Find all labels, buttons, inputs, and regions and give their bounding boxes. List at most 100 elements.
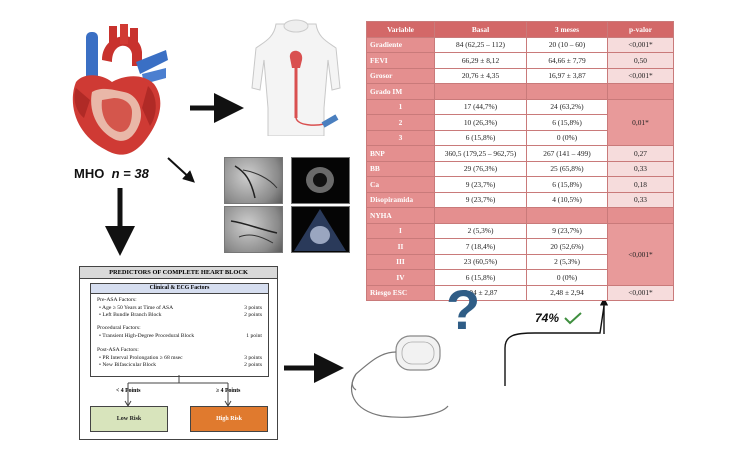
row-3-months: 20 (10 – 60) xyxy=(526,36,608,53)
row-3-months: 267 (141 – 499) xyxy=(526,145,608,162)
low-threshold-label: < 4 Points xyxy=(116,388,141,394)
row-3-months: 24 (63,2%) xyxy=(526,98,608,115)
row-p-value: 0,27 xyxy=(607,145,674,162)
table-row: 1 17 (44,7%) 24 (63,2%) 0,01* xyxy=(366,98,674,146)
row-3-months: 2 (5,3%) xyxy=(526,253,608,270)
row-variable: 1 xyxy=(366,98,435,115)
high-threshold-label: ≥ 4 Points xyxy=(216,388,241,394)
row-basal: 23 (60,5%) xyxy=(434,253,527,270)
row-basal: 9 (23,7%) xyxy=(434,191,527,208)
low-risk-box: Low Risk xyxy=(90,406,168,432)
row-variable: Riesgo ESC xyxy=(366,284,435,301)
row-3-months: 25 (65,8%) xyxy=(526,160,608,177)
row-3-months: 9 (23,7%) xyxy=(526,222,608,239)
table-row: FEVI 66,29 ± 8,12 64,66 ± 7,79 0,50 xyxy=(366,52,674,69)
heart-illustration xyxy=(72,24,168,155)
angiography-image-2 xyxy=(224,206,283,253)
row-3-months xyxy=(526,83,608,100)
row-variable: Gradiente xyxy=(366,36,435,53)
row-3-months: 4 (10,5%) xyxy=(526,191,608,208)
procedural-factor-1: • Transient High-Degree Procedural Block xyxy=(99,333,195,339)
row-p-value: 0,50 xyxy=(607,52,674,69)
row-basal: 9 (23,7%) xyxy=(434,176,527,193)
row-basal: 20,76 ± 4,35 xyxy=(434,67,527,84)
row-variable: IV xyxy=(366,269,435,286)
table-row: IV 6 (15,8%) 0 (0%) xyxy=(366,269,674,286)
table-row: I 2 (5,3%) 9 (23,7%) <0,001* xyxy=(366,222,674,286)
table-row: Riesgo ESC 3,04 ± 2,87 2,48 ± 2,94 <0,00… xyxy=(366,284,674,301)
table-row: BB 29 (76,3%) 25 (65,8%) 0,33 xyxy=(366,160,674,177)
row-variable: Ca xyxy=(366,176,435,193)
catheter-body-illustration xyxy=(251,19,341,136)
factors-title: Clinical & ECG Factors xyxy=(91,284,268,294)
row-variable: II xyxy=(366,238,435,255)
pacemaker-illustration xyxy=(351,335,449,418)
row-p-value: <0,001* xyxy=(607,222,674,286)
table-row: 2 10 (26,3%) 6 (15,8%) xyxy=(366,114,674,131)
row-3-months: 6 (15,8%) xyxy=(526,176,608,193)
row-3-months: 20 (52,6%) xyxy=(526,238,608,255)
table-row: Disopiramida 9 (23,7%) 4 (10,5%) 0,33 xyxy=(366,191,674,208)
row-variable: NYHA xyxy=(366,207,435,224)
cohort-name: MHO xyxy=(74,166,105,181)
results-table: Variable Basal 3 meses p-valor Gradiente… xyxy=(366,21,674,301)
table-header-row: Variable Basal 3 meses p-valor xyxy=(366,21,674,38)
cohort-size: n = 38 xyxy=(111,166,149,181)
row-basal: 66,29 ± 8,12 xyxy=(434,52,527,69)
row-variable: 3 xyxy=(366,129,435,146)
procedural-heading: Procedural Factors: xyxy=(97,325,141,331)
procedural-factor-1-points: 1 point xyxy=(246,333,262,339)
header-p-value: p-valor xyxy=(607,21,674,38)
outcome-percent: 74% xyxy=(535,311,560,325)
row-basal: 84 (62,25 – 112) xyxy=(434,36,527,53)
row-3-months xyxy=(526,207,608,224)
row-p-value: 0,01* xyxy=(607,98,674,146)
factors-box: Clinical & ECG Factors Pre-ASA Factors: … xyxy=(90,283,269,377)
row-basal: 6 (15,8%) xyxy=(434,129,527,146)
outcome-step-line xyxy=(504,305,605,386)
row-basal: 6 (15,8%) xyxy=(434,269,527,286)
row-p-value xyxy=(607,83,674,100)
row-p-value: <0,001* xyxy=(607,36,674,53)
pre-asa-factor-1: • Age ≥ 50 Years at Time of ASA xyxy=(99,305,174,311)
header-basal: Basal xyxy=(434,21,527,38)
row-variable: Grado IM xyxy=(366,83,435,100)
predictors-panel: PREDICTORS OF COMPLETE HEART BLOCK Clini… xyxy=(79,266,278,440)
table-row: Ca 9 (23,7%) 6 (15,8%) 0,18 xyxy=(366,176,674,193)
pre-asa-heading: Pre-ASA Factors: xyxy=(97,297,137,303)
post-asa-factor-2-points: 2 points xyxy=(244,362,262,368)
row-variable: BNP xyxy=(366,145,435,162)
table-row: BNP 360,5 (179,25 – 962,75) 267 (141 – 4… xyxy=(366,145,674,162)
table-row: Gradiente 84 (62,25 – 112) 20 (10 – 60) … xyxy=(366,36,674,53)
table-row: 3 6 (15,8%) 0 (0%) xyxy=(366,129,674,146)
row-p-value: 0,33 xyxy=(607,191,674,208)
post-asa-factor-2: • New Bifascicular Block xyxy=(99,362,157,368)
row-basal: 2 (5,3%) xyxy=(434,222,527,239)
angiography-image-1 xyxy=(224,157,283,204)
row-basal: 360,5 (179,25 – 962,75) xyxy=(434,145,527,162)
row-variable: III xyxy=(366,253,435,270)
row-3-months: 6 (15,8%) xyxy=(526,114,608,131)
row-variable: FEVI xyxy=(366,52,435,69)
arrow-to-imaging xyxy=(167,157,195,183)
row-p-value: 0,18 xyxy=(607,176,674,193)
pre-asa-factor-2-points: 2 points xyxy=(244,312,262,318)
row-basal: 7 (18,4%) xyxy=(434,238,527,255)
row-basal: 17 (44,7%) xyxy=(434,98,527,115)
echocardiogram-image-2 xyxy=(291,206,350,253)
row-3-months: 16,97 ± 3,87 xyxy=(526,67,608,84)
table-row: Grosor 20,76 ± 4,35 16,97 ± 3,87 <0,001* xyxy=(366,67,674,84)
row-p-value: 0,33 xyxy=(607,160,674,177)
row-variable: I xyxy=(366,222,435,239)
row-p-value: <0,001* xyxy=(607,284,674,301)
high-risk-box: High Risk xyxy=(190,406,268,432)
checkmark-icon xyxy=(564,312,582,325)
row-3-months: 0 (0%) xyxy=(526,129,608,146)
row-variable: 2 xyxy=(366,114,435,131)
row-3-months: 64,66 ± 7,79 xyxy=(526,52,608,69)
row-3-months: 2,48 ± 2,94 xyxy=(526,284,608,301)
predictors-title: PREDICTORS OF COMPLETE HEART BLOCK xyxy=(80,267,277,279)
echocardiogram-image-1 xyxy=(291,157,350,204)
pre-asa-factor-1-points: 3 points xyxy=(244,305,262,311)
cohort-label: MHO n = 38 xyxy=(74,166,149,181)
